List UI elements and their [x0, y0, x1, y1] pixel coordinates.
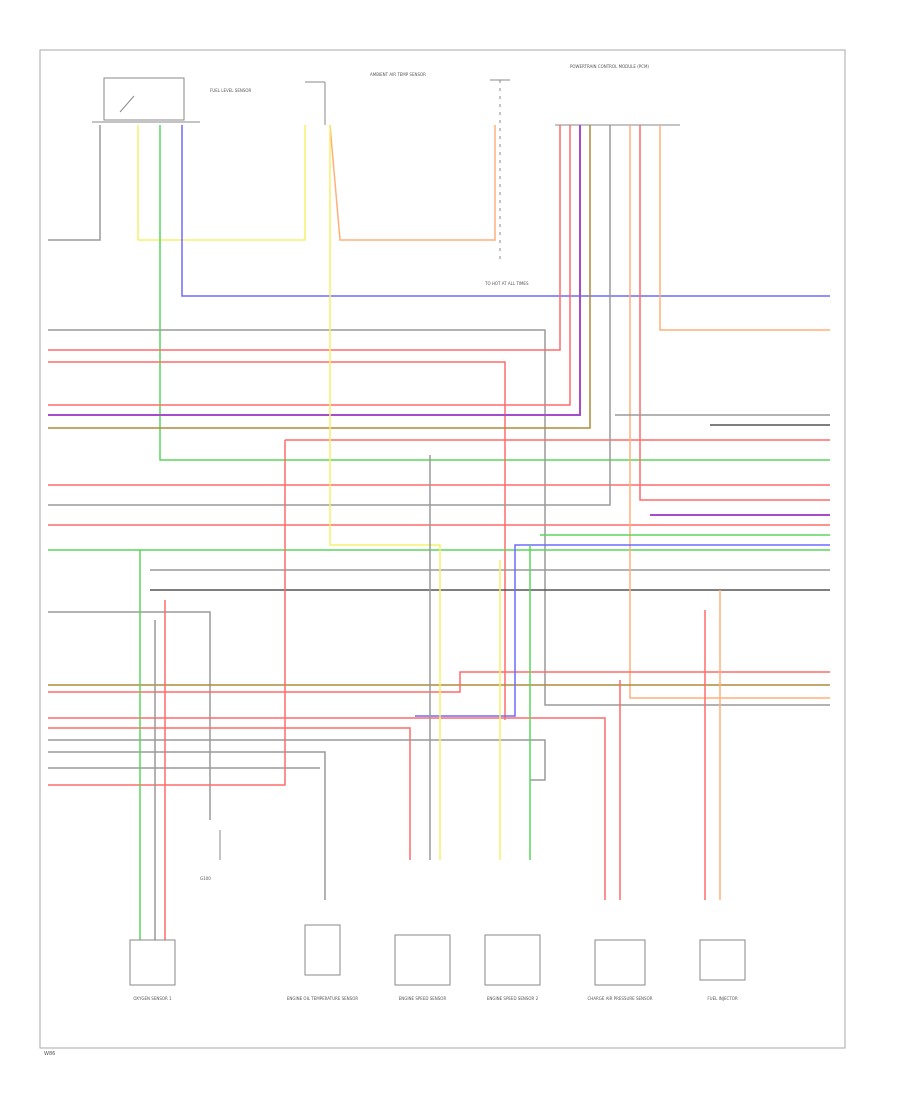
wire-yellow-2: [137, 125, 306, 241]
component-box-6: [699, 939, 746, 981]
component-box-4: [484, 934, 541, 986]
wire-purple-10: [48, 125, 581, 416]
connector-label-4: TO HOT AT ALL TIMES: [484, 281, 529, 286]
component-label-1: OXYGEN SENSOR 1: [133, 996, 172, 1001]
wire-orange-20: [629, 125, 830, 699]
wire-brown-11: [48, 125, 591, 429]
wire-red-33: [639, 125, 830, 501]
component-box-2: [304, 924, 341, 976]
wire-gray-19: [48, 611, 211, 820]
wire-blue-4: [181, 125, 830, 297]
footer-code: W86: [44, 1051, 55, 1057]
connector-label-1: FUEL LEVEL SENSOR: [210, 88, 252, 93]
wire-red-7: [48, 125, 561, 351]
component-label-6: FUEL INJECTOR: [707, 996, 738, 1001]
component-box-3: [394, 934, 451, 986]
wire-gray-14: [48, 125, 611, 506]
diagram-border: [39, 49, 846, 1049]
wire-gray-26: [48, 751, 326, 900]
component-label-4: ENGINE SPEED SENSOR 2: [487, 996, 539, 1001]
ground-label: G100: [200, 876, 211, 881]
component-box-1: [129, 939, 176, 986]
connector-label-3: POWERTRAIN CONTROL MODULE (PCM): [570, 64, 649, 69]
wire-red-23: [48, 717, 606, 900]
wire-gray-25: [48, 739, 546, 781]
wire-orange-32: [659, 125, 830, 331]
wire-gray-6: [48, 329, 830, 706]
wire-red-8: [48, 361, 506, 720]
wire-red-24: [48, 727, 411, 860]
ambient-air-temp-sensor-connector: AMBIENT AIR TEMP SENSOR: [305, 72, 426, 125]
wire-red-9: [48, 125, 571, 406]
wire-gray-1: [48, 125, 101, 241]
wire-red-28: [48, 440, 286, 786]
component-label-5: CHARGE AIR PRESSURE SENSOR: [587, 996, 652, 1001]
wire-blue-29: [415, 544, 830, 717]
component-label-2: ENGINE OIL TEMPERATURE SENSOR: [287, 996, 359, 1001]
fuel-level-sensor-connector: FUEL LEVEL SENSOR: [92, 77, 252, 123]
pcm-connector: POWERTRAIN CONTROL MODULE (PCM): [555, 64, 680, 126]
wire-green-3: [159, 125, 830, 461]
component-label-3: ENGINE SPEED SENSOR: [399, 996, 447, 1001]
wire-red-22: [48, 671, 830, 693]
component-box-5: [594, 939, 646, 986]
ground-symbol: G100: [200, 830, 221, 881]
wire-yellow-30: [329, 125, 441, 860]
components-group: OXYGEN SENSOR 1 ENGINE OIL TEMPERATURE SE…: [129, 924, 746, 1001]
wire-orange-5: [329, 124, 496, 241]
connector-label-2: AMBIENT AIR TEMP SENSOR: [370, 72, 426, 77]
hot-at-all-times-connector: TO HOT AT ALL TIMES: [484, 79, 529, 286]
wires-group: [48, 124, 830, 940]
